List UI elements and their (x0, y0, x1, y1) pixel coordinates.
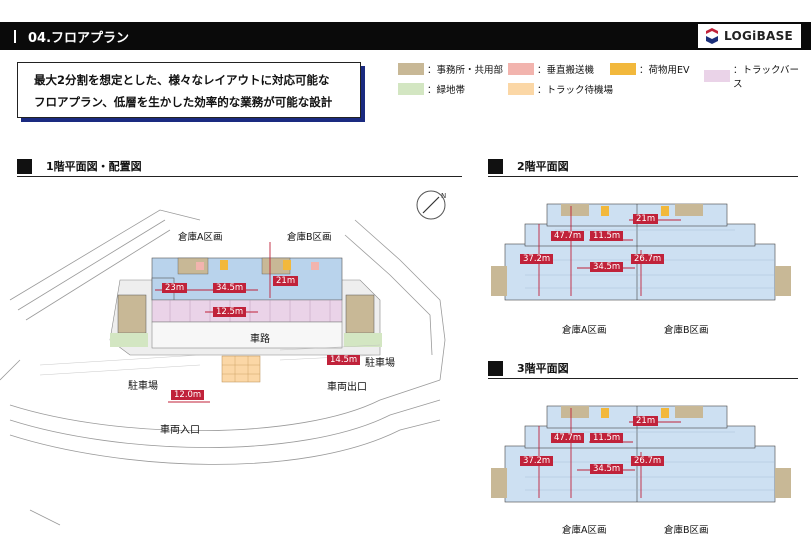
legend-item-office: ：事務所・共用部 (398, 62, 503, 76)
office-tower-left (117, 294, 147, 334)
heading-floor1: 1階平面図・配置図 (17, 158, 142, 174)
heading-floor3: 3階平面図 (488, 360, 569, 376)
compass-needle (422, 196, 440, 214)
office-block (561, 204, 589, 216)
freight-ev (283, 260, 291, 270)
green-belt (110, 333, 148, 347)
legend-item-freight-ev: ：荷物用EV (610, 62, 690, 76)
legend-label: ：緑地帯 (427, 85, 466, 96)
heading-floor2: 2階平面図 (488, 158, 569, 174)
heading-underline (17, 176, 462, 177)
heading-label: 2階平面図 (517, 160, 569, 173)
legend-swatch (508, 83, 534, 95)
site-outline (0, 209, 446, 526)
legend-swatch (610, 63, 636, 75)
vertical-conveyor (196, 262, 204, 270)
header-bar: 04.フロアプラン (0, 22, 811, 50)
header-divider (14, 30, 16, 43)
heading-marker (488, 360, 503, 376)
headline-line-1: 最大2分割を想定とした、様々なレイアウトに対応可能な (34, 73, 330, 87)
legend-swatch (398, 63, 424, 75)
legend-item-truck-berth: ：トラックバース (704, 62, 808, 90)
vehicle-road (151, 321, 343, 349)
floor-outline (504, 203, 776, 301)
heading-underline (488, 176, 798, 177)
office-left (491, 266, 507, 296)
heading-label: 3階平面図 (517, 362, 569, 375)
office-block (675, 204, 703, 216)
legend-label: ：事務所・共用部 (427, 65, 504, 76)
office-left (491, 468, 507, 498)
freight-ev (601, 408, 609, 418)
heading-marker (17, 158, 32, 174)
freight-ev (661, 408, 669, 418)
freight-ev (601, 206, 609, 216)
logo-text: LOGiBASE (724, 29, 794, 43)
freight-ev (220, 260, 228, 270)
green-belt (344, 333, 382, 347)
vertical-conveyor (311, 262, 319, 270)
compass-label: N (441, 192, 446, 200)
truck-berth (151, 299, 343, 323)
legend-item-green: ：緑地帯 (398, 82, 465, 96)
floor3-plan (491, 405, 791, 503)
legend-item-truck-wait: ：トラック待機場 (508, 82, 613, 96)
legend-label: ：垂直搬送機 (537, 65, 595, 76)
legend-label: ：トラックバース (732, 65, 800, 90)
warehouse-annex (151, 277, 175, 301)
logo-mark-icon (706, 28, 718, 44)
heading-underline (488, 378, 798, 379)
truck-waiting-area (221, 355, 261, 383)
legend-swatch (508, 63, 534, 75)
brand-logo: LOGiBASE (698, 24, 801, 48)
floor1-site-plan: N (0, 190, 446, 526)
floor2-plan (491, 203, 791, 301)
racking-grid (525, 229, 775, 289)
legend-swatch (704, 70, 730, 82)
freight-ev (661, 206, 669, 216)
office-block (561, 406, 589, 418)
office-block (675, 406, 703, 418)
legend-swatch (398, 83, 424, 95)
office-right (775, 266, 791, 296)
legend-label: ：トラック待機場 (537, 85, 614, 96)
heading-marker (488, 158, 503, 174)
compass-icon (416, 190, 446, 220)
headline-box: 最大2分割を想定とした、様々なレイアウトに対応可能な フロアプラン、低層を生かし… (17, 62, 361, 118)
headline-line-2: フロアプラン、低層を生かした効率的な業務が可能な設計 (34, 95, 333, 109)
legend-label: ：荷物用EV (639, 65, 690, 76)
office-tower-right (345, 294, 375, 334)
waiting-stalls (222, 356, 260, 382)
legend-item-conveyor: ：垂直搬送機 (508, 62, 594, 76)
floor-outline (504, 405, 776, 503)
heading-label: 1階平面図・配置図 (46, 160, 142, 173)
page-title: 04.フロアプラン (28, 31, 130, 46)
office-right (775, 468, 791, 498)
